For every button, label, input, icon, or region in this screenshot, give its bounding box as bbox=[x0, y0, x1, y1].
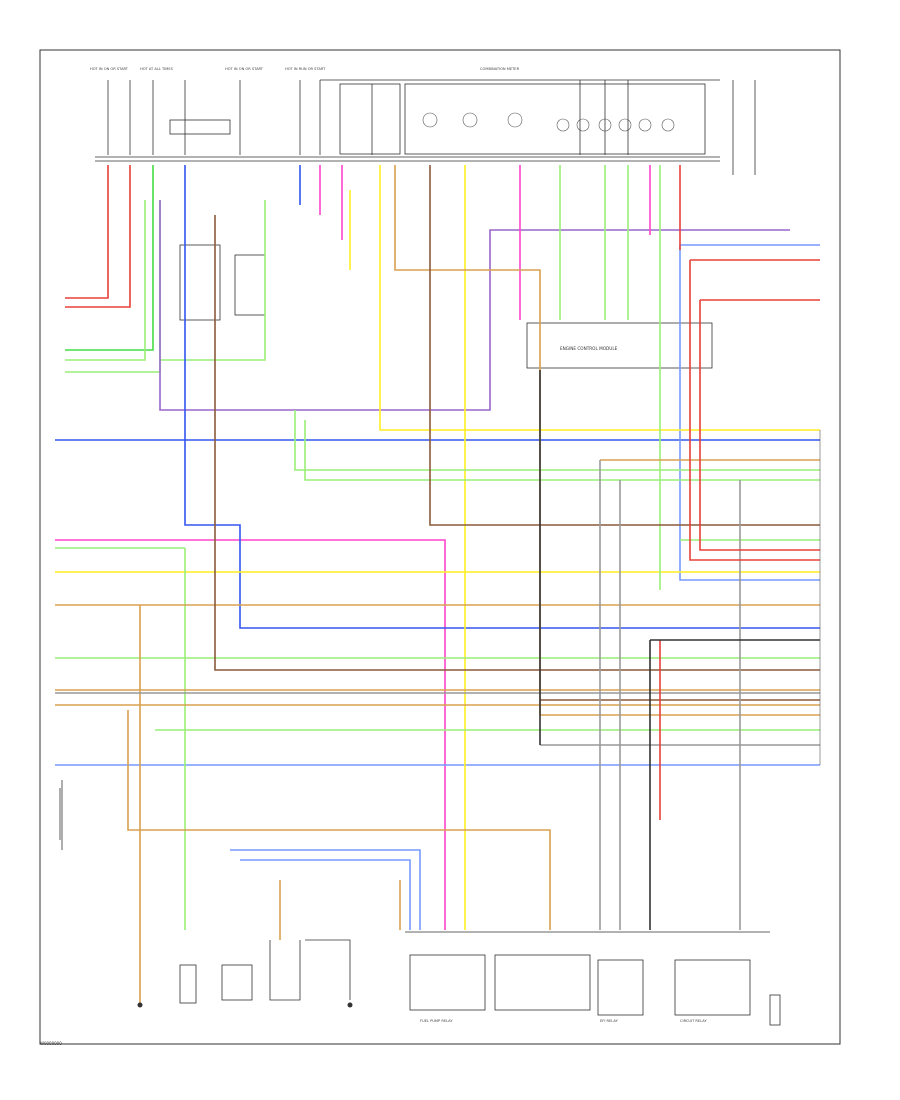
diagram-frame bbox=[39, 49, 841, 1045]
module-label: ENGINE CONTROL MODULE bbox=[560, 346, 618, 351]
top-label-6: COMBINATION METER bbox=[480, 67, 520, 71]
top-label-4: HOT IN RUN OR START bbox=[285, 67, 326, 71]
ground-symbol bbox=[137, 1002, 143, 1008]
wires bbox=[55, 165, 820, 1005]
top-label-1: HOT IN ON OR START bbox=[90, 67, 129, 71]
top-label-2: HOT AT ALL TIMES bbox=[140, 67, 174, 71]
circuit-relay bbox=[674, 959, 751, 1016]
circuit-relay-label: CIRCUIT RELAY bbox=[680, 1019, 707, 1023]
engine-control-module: ENGINE CONTROL MODULE bbox=[526, 322, 713, 369]
top-label-3: HOT IN ON OR START bbox=[225, 67, 264, 71]
efi-relay bbox=[597, 959, 644, 1016]
fuel-pump-relay-label: FUEL PUMP RELAY bbox=[420, 1019, 453, 1023]
fuel-pump-relay bbox=[409, 954, 486, 1011]
page-id: W0000000 bbox=[40, 1041, 62, 1046]
bottom-sensors bbox=[137, 939, 781, 1026]
efi-relay-label: EFI RELAY bbox=[600, 1019, 619, 1023]
bottom-relays: FUEL PUMP RELAY EFI RELAY CIRCUIT RELAY bbox=[405, 931, 770, 1023]
